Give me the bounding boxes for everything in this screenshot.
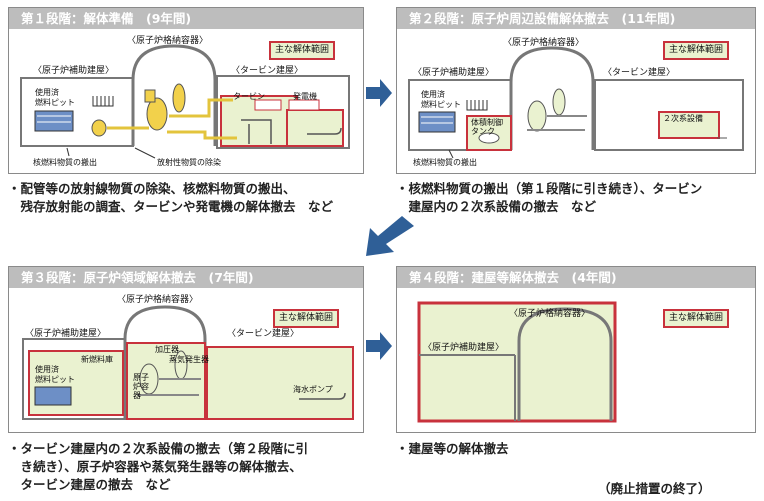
stage4-panel: 第４段階：建屋等解体撤去 (4年間) 主な解体範囲 〈原子炉格納容器〉 〈原子炉… [396, 266, 756, 433]
stage2-tank-label-2: タンク [471, 127, 495, 136]
stage1-containment [131, 44, 217, 146]
stage1-aux-label: 〈原子炉補助建屋〉 [33, 66, 115, 76]
stage1-desc-line: ・配管等の放射線物質の除染、核燃料物質の搬出、 [8, 181, 296, 196]
stage4-diagram [417, 301, 617, 423]
footer-end-note: （廃止措置の終了） [598, 481, 711, 496]
stage2-pool-label-2: 燃料ピット [421, 100, 461, 109]
stage2-panel: 第２段階：原子炉周辺設備解体撤去 (11年間) 主な解体範囲 〈原子炉格納容器〉… [396, 7, 756, 174]
stage1-turbine-unit-label: タービン [233, 92, 265, 101]
stage1-panel: 第１段階：解体準備 (9年間) 主な解体範囲 〈原子炉格納容器〉 〈原子炉補助建… [8, 7, 364, 174]
stage1-desc-line: 残存放射能の調査、タービンや発電機の解体撤去 など [8, 199, 334, 214]
stage4-aux-label: 〈原子炉補助建屋〉 [423, 343, 505, 353]
stage4-building-range [417, 301, 617, 423]
stage2-pool-label-1: 使用済 [421, 90, 445, 99]
stage3-seawater-pump-label: 海水ポンプ [293, 385, 333, 394]
stage2-secondary-range [658, 111, 720, 139]
stage1-steam-generator [172, 83, 186, 113]
stage3-desc-line: ・タービン建屋内の２次系設備の撤去（第２段階に引 [8, 441, 309, 456]
stage1-rack [92, 96, 114, 107]
stage3-pool-label-2: 燃料ピット [35, 375, 75, 384]
stage3-aux-label: 〈原子炉補助建屋〉 [25, 329, 107, 339]
stage4-description: ・建屋等の解体撤去 [396, 440, 509, 458]
stage3-range-legend: 主な解体範囲 [273, 309, 340, 328]
stage1-generator-label: 発電機 [293, 92, 317, 101]
arrow-right-icon [366, 332, 392, 360]
stage3-diagram [22, 305, 354, 420]
stage1-turbine-label: 〈タービン建屋〉 [231, 66, 304, 76]
stage1-turbine-building [216, 75, 350, 149]
stage2-tank-label-1: 体積制御 [471, 118, 503, 127]
stage4-containment-label: 〈原子炉格納容器〉 [509, 309, 591, 319]
stage3-title: 第３段階：原子炉領域解体撤去 (7年間) [9, 267, 363, 288]
stage2-fuel-removal-label: 核燃料物質の搬出 [413, 158, 477, 167]
stage3-desc-line: タービン建屋の撤去 など [8, 477, 171, 492]
stage2-containment-label: 〈原子炉格納容器〉 [503, 38, 585, 48]
stage2-range-legend: 主な解体範囲 [663, 41, 730, 60]
stage2-diagram [408, 46, 744, 159]
stage4-title: 第４段階：建屋等解体撤去 (4年間) [397, 267, 755, 288]
stage1-fuel-removal-label: 核燃料物質の搬出 [33, 158, 97, 167]
stage3-turbine-range [206, 346, 354, 420]
stage3-description: ・タービン建屋内の２次系設備の撤去（第２段階に引 き続き）、原子炉容器や蒸気発生… [8, 440, 308, 494]
stage3-vessel-label-1: 原子 [133, 373, 149, 382]
stage3-panel: 第３段階：原子炉領域解体撤去 (7年間) 主な解体範囲 〈原子炉格納容器〉 〈原… [8, 266, 364, 433]
stage1-range-legend: 主な解体範囲 [269, 41, 336, 60]
stage2-desc-line: ・核燃料物質の搬出（第１段階に引き続き）、タービン [396, 181, 703, 196]
stage3-turbine-label: 〈タービン建屋〉 [227, 329, 300, 339]
stage1-decontam-label: 放射性物質の除染 [157, 158, 221, 167]
stage2-turbine-label: 〈タービン建屋〉 [603, 68, 676, 78]
arrow-right-icon [366, 79, 392, 107]
stage3-new-fuel-label: 新燃料庫 [81, 355, 113, 364]
stage1-description: ・配管等の放射線物質の除染、核燃料物質の搬出、 残存放射能の調査、タービンや発電… [8, 180, 333, 216]
stage1-title: 第１段階：解体準備 (9年間) [9, 8, 363, 29]
stage3-vessel-label-3: 器 [133, 391, 141, 400]
stage1-reactor-vessel [146, 97, 168, 131]
stage1-generator-range [286, 109, 344, 147]
stage4-range-legend: 主な解体範囲 [663, 309, 730, 328]
stage3-steam-gen-label: 蒸気発生器 [169, 355, 209, 364]
stage2-secondary-label: ２次系設備 [663, 114, 703, 123]
stage3-containment-label: 〈原子炉格納容器〉 [117, 295, 199, 305]
stage3-vessel-label-2: 炉容 [133, 382, 149, 391]
stage1-pool-label-1: 使用済 [35, 88, 59, 97]
stage1-diagram [20, 44, 350, 159]
stage2-title: 第２段階：原子炉周辺設備解体撤去 (11年間) [397, 8, 755, 29]
arrow-down-left-icon [366, 216, 414, 256]
stage3-pressurizer-label: 加圧器 [155, 345, 179, 354]
stage2-desc-line: 建屋内の２次系設備の撤去 など [396, 199, 597, 214]
stage1-pool-label-2: 燃料ピット [35, 98, 75, 107]
stage1-containment-label: 〈原子炉格納容器〉 [127, 36, 209, 46]
stage3-pool-label-1: 使用済 [35, 365, 59, 374]
stage3-desc-line: き続き）、原子炉容器や蒸気発生器等の解体撤去、 [8, 459, 302, 474]
stage2-aux-label: 〈原子炉補助建屋〉 [413, 68, 495, 78]
stage2-description: ・核燃料物質の搬出（第１段階に引き続き）、タービン 建屋内の２次系設備の撤去 な… [396, 180, 702, 216]
stage4-desc-line: ・建屋等の解体撤去 [396, 441, 509, 456]
